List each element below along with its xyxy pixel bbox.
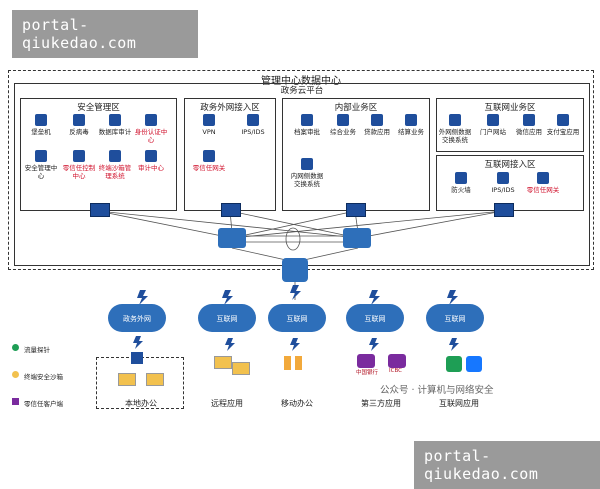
zone-item-label: IPS/IDS xyxy=(491,186,515,194)
server-icon xyxy=(301,158,313,170)
server-icon xyxy=(145,150,157,162)
server-icon xyxy=(371,114,383,126)
zone-item-label: 零信任网关 xyxy=(192,164,226,172)
server-icon xyxy=(557,114,569,126)
server-icon xyxy=(523,114,535,126)
zone-item-label: 终端沙箱管理系统 xyxy=(98,164,132,180)
bottom-label-mobile-office: 移动办公 xyxy=(281,399,313,408)
bottom-label-third-party: 第三方应用 xyxy=(361,399,401,408)
cloud-internet-label: 互联网 xyxy=(216,315,238,323)
cloud-internet xyxy=(268,304,326,332)
cloud-internet-label: 互联网 xyxy=(444,315,466,323)
extranet-access-title: 政务外网接入区 xyxy=(200,103,260,113)
server-icon xyxy=(73,150,85,162)
zone-item-label: 审计中心 xyxy=(138,164,164,172)
cloud-internet-label: 互联网 xyxy=(286,315,308,323)
zone-item-label: 支付宝应用 xyxy=(546,128,580,136)
bank-label: 中国银行 xyxy=(356,370,379,376)
server-icon xyxy=(537,172,549,184)
zone-item-label: 防火墙 xyxy=(451,186,471,194)
core-switch-icon xyxy=(218,228,246,248)
server-icon xyxy=(35,150,47,162)
gov-cloud-title: 政务云平台 xyxy=(280,86,324,96)
cloud-internet-label: 互联网 xyxy=(364,315,386,323)
bank-label: ICBC xyxy=(389,368,402,374)
legend-probe-dot xyxy=(12,344,19,351)
cloud-internet xyxy=(198,304,256,332)
bottom-label-local-office: 本地办公 xyxy=(125,399,157,408)
firewall-device xyxy=(494,203,514,217)
zone-item-label: 综合业务 xyxy=(330,128,356,136)
server-icon xyxy=(405,114,417,126)
server-icon xyxy=(337,114,349,126)
server-icon xyxy=(449,114,461,126)
cloud-internet xyxy=(426,304,484,332)
laptop-icon xyxy=(232,362,250,375)
alipay-icon xyxy=(466,356,482,372)
legend-zt-client-label: 零信任客户端 xyxy=(24,400,63,408)
server-icon xyxy=(109,150,121,162)
server-icon xyxy=(203,150,215,162)
bank-logo xyxy=(357,354,375,368)
server-icon xyxy=(247,114,259,126)
bottom-label-internet-app: 互联网应用 xyxy=(439,399,479,408)
server-icon xyxy=(109,114,121,126)
legend-sandbox-dot xyxy=(12,371,19,378)
intranet-zone-title: 内部业务区 xyxy=(334,103,378,113)
zone-item-label: 零信任控制中心 xyxy=(62,164,96,180)
legend-sandbox-label: 终端安全沙箱 xyxy=(24,373,63,381)
server-icon xyxy=(73,114,85,126)
server-icon xyxy=(487,114,499,126)
bottom-label-remote-app: 远程应用 xyxy=(211,399,243,408)
zone-item-label: 安全管理中心 xyxy=(24,164,58,180)
security-zone-title: 安全管理区 xyxy=(77,103,120,113)
server-icon xyxy=(497,172,509,184)
zone-item-label: 结算业务 xyxy=(398,128,424,136)
zone-item-label: 贷款应用 xyxy=(364,128,390,136)
zone-item-label: 内网侧数据交换系统 xyxy=(290,172,324,188)
watermark-top: portal-qiukedao.com xyxy=(12,10,198,58)
zone-item-label: 档案审批 xyxy=(294,128,320,136)
server-icon xyxy=(145,114,157,126)
firewall-device xyxy=(346,203,366,217)
firewall-device xyxy=(90,203,110,217)
internet-business-title: 互联网业务区 xyxy=(484,103,536,113)
data-center-title: 管理中心数据中心 xyxy=(261,76,341,87)
server-icon xyxy=(203,114,215,126)
laptop-icon xyxy=(146,373,164,386)
cloud-extranet-label: 政务外网 xyxy=(123,315,151,323)
server-icon xyxy=(455,172,467,184)
cloud-extranet xyxy=(108,304,166,332)
zone-item-label: IPS/IDS xyxy=(241,128,265,136)
zone-item-label: 反病毒 xyxy=(69,128,89,136)
mobile-icon xyxy=(295,356,302,370)
credit-text: 公众号 · 计算机与网络安全 xyxy=(380,385,494,396)
core-switch-icon xyxy=(343,228,371,248)
wechat-icon xyxy=(446,356,462,372)
firewall-device xyxy=(131,352,143,364)
legend-probe-label: 流量探针 xyxy=(24,346,50,354)
zone-item-label: 外网侧数据交换系统 xyxy=(438,128,472,144)
bank-logo xyxy=(388,354,406,368)
zone-item-label: 零信任网关 xyxy=(526,186,560,194)
zone-item-label: VPN xyxy=(202,128,216,136)
laptop-icon xyxy=(214,356,232,369)
firewall-device xyxy=(221,203,241,217)
mobile-icon xyxy=(284,356,291,370)
laptop-icon xyxy=(118,373,136,386)
zone-item-label: 门户网站 xyxy=(480,128,506,136)
internet-access-title: 互联网接入区 xyxy=(484,160,536,170)
zone-item-label: 堡垒机 xyxy=(31,128,51,136)
server-icon xyxy=(35,114,47,126)
internet-business-zone: 互联网业务区 xyxy=(436,98,584,152)
router-icon xyxy=(282,258,308,282)
zone-item-label: 微信应用 xyxy=(516,128,542,136)
zone-item-label: 数据库审计 xyxy=(98,128,132,136)
legend-zt-client-square xyxy=(12,398,19,405)
server-icon xyxy=(301,114,313,126)
zone-item-label: 身份认证中心 xyxy=(134,128,168,144)
cloud-internet xyxy=(346,304,404,332)
